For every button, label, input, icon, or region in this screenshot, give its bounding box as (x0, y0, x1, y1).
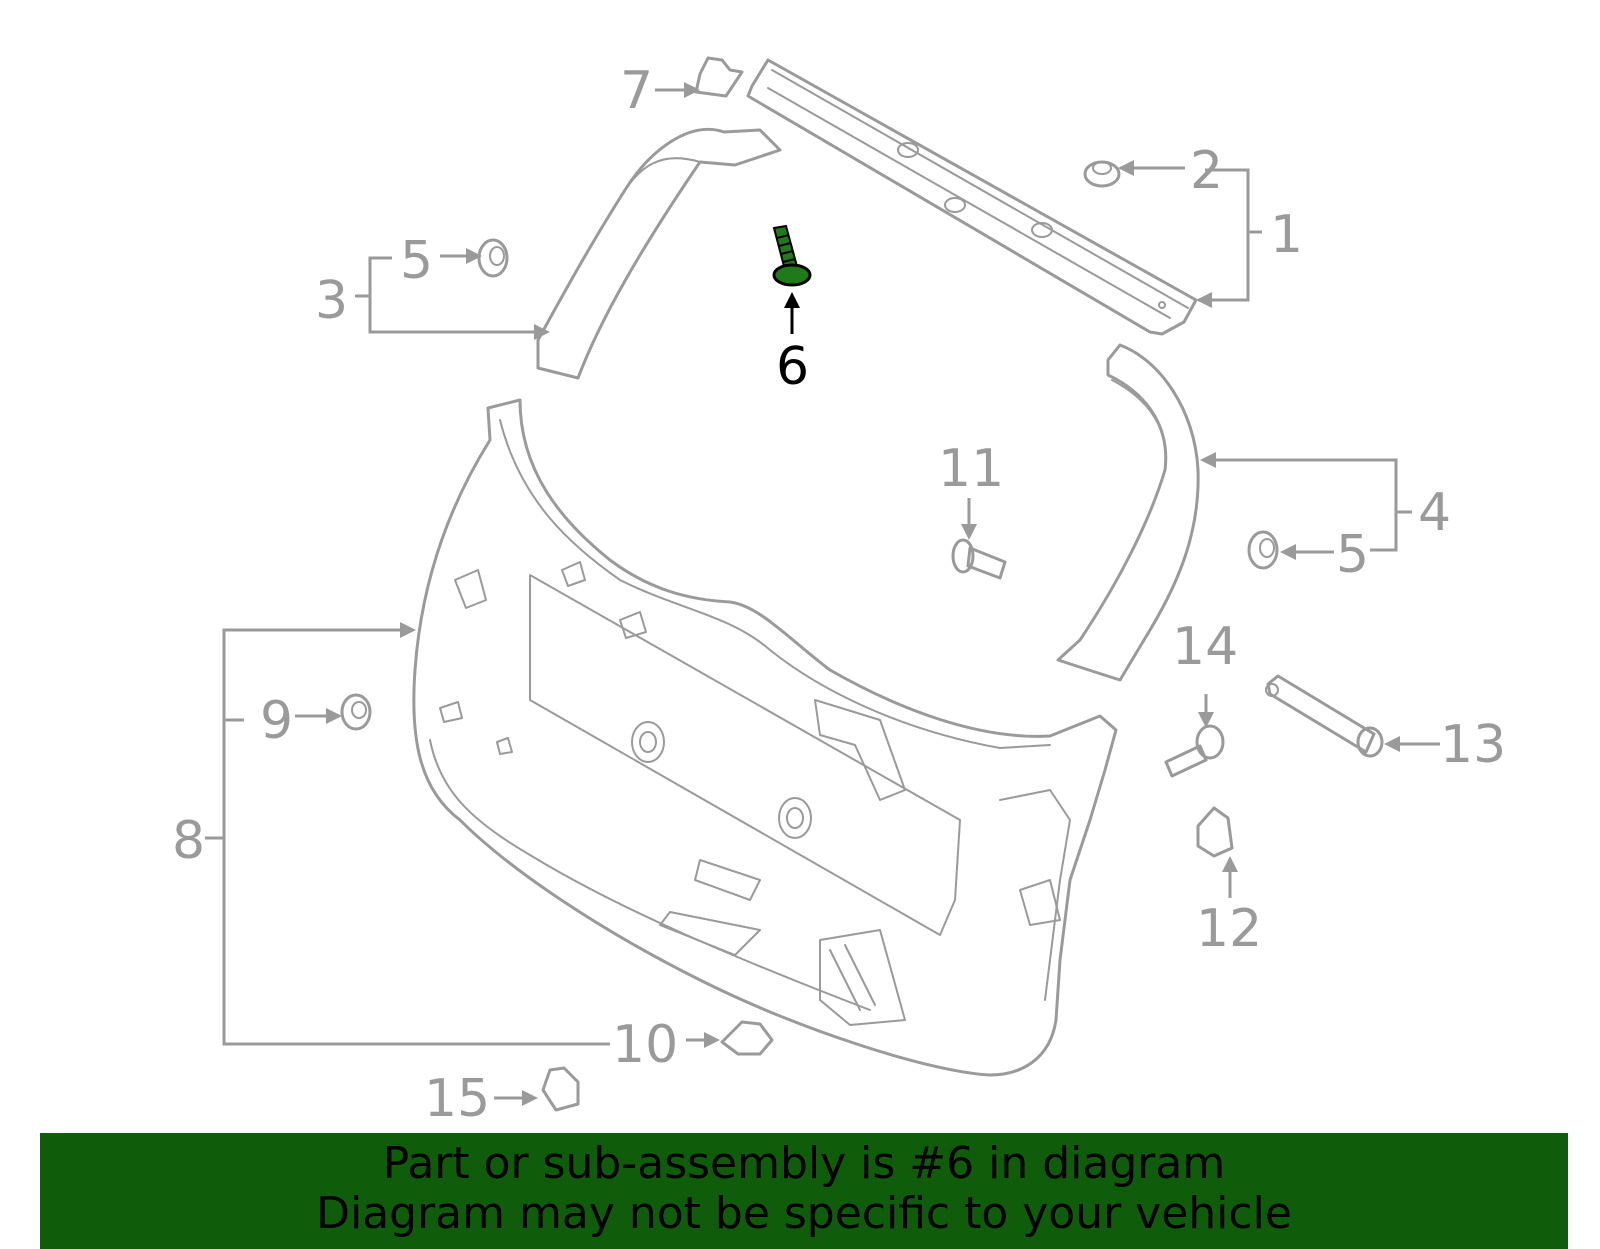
part-13-gas-strut (1265, 674, 1384, 758)
callout-12: 12 (1196, 899, 1262, 959)
part-4-right-pillar-trim (1056, 343, 1200, 682)
part-3-left-pillar-trim (536, 127, 782, 380)
part-15-clip (541, 1066, 580, 1112)
callout-1: 1 (1270, 205, 1303, 265)
callout-7: 7 (620, 61, 653, 121)
callout-10: 10 (612, 1015, 678, 1075)
part-8-liftgate-trim-panel (412, 398, 1118, 1077)
part-6-bolt-highlighted (772, 224, 812, 287)
part-14-bolt (1164, 724, 1225, 778)
callout-9: 9 (260, 691, 293, 751)
callout-13: 13 (1440, 715, 1506, 775)
callout-6-highlighted: 6 (776, 337, 809, 397)
part-5-clip-right (1247, 530, 1279, 570)
callout-11: 11 (938, 439, 1004, 499)
part-10-clip (720, 1020, 774, 1056)
part-11-bolt (951, 538, 1007, 580)
callout-5-right: 5 (1336, 525, 1369, 585)
part-9-clip (340, 693, 372, 731)
callout-2: 2 (1190, 141, 1223, 201)
banner-line-part-info: Part or sub-assembly is #6 in diagram (382, 1138, 1226, 1189)
part-9-clip-hole (351, 701, 367, 719)
part-12-clip (1196, 806, 1234, 858)
callout-15: 15 (424, 1069, 490, 1129)
callout-14: 14 (1172, 617, 1238, 677)
part-5-clip-right-hole (1259, 538, 1275, 558)
leader-lines (205, 82, 1440, 1106)
banner-line-disclaimer: Diagram may not be specific to your vehi… (316, 1188, 1292, 1239)
callout-4: 4 (1418, 483, 1451, 543)
part-5-clip-left-hole (489, 246, 505, 266)
callout-8: 8 (172, 811, 205, 871)
callout-5-left: 5 (400, 231, 433, 291)
part-5-clip-left (477, 238, 509, 278)
part-1-upper-trim (746, 58, 1198, 336)
info-banner: Part or sub-assembly is #6 in diagram Di… (40, 1133, 1568, 1249)
part-7-clip (694, 56, 744, 98)
callout-3: 3 (315, 271, 348, 331)
part-2-clip (1083, 160, 1121, 188)
